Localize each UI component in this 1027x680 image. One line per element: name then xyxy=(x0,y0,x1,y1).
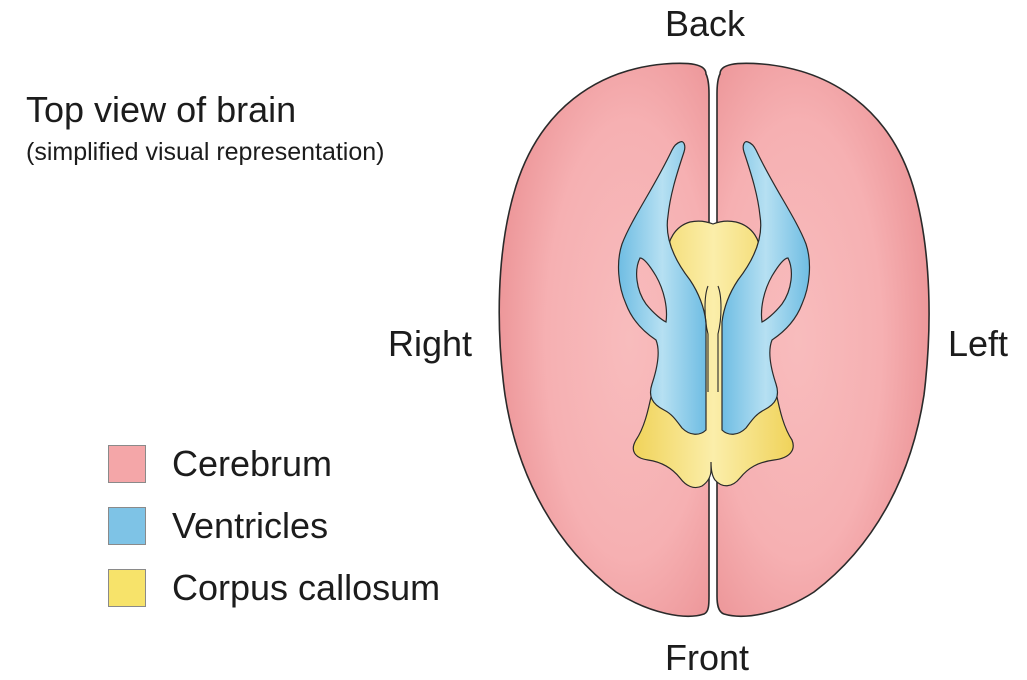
brain-top-view-diagram xyxy=(0,0,1027,678)
